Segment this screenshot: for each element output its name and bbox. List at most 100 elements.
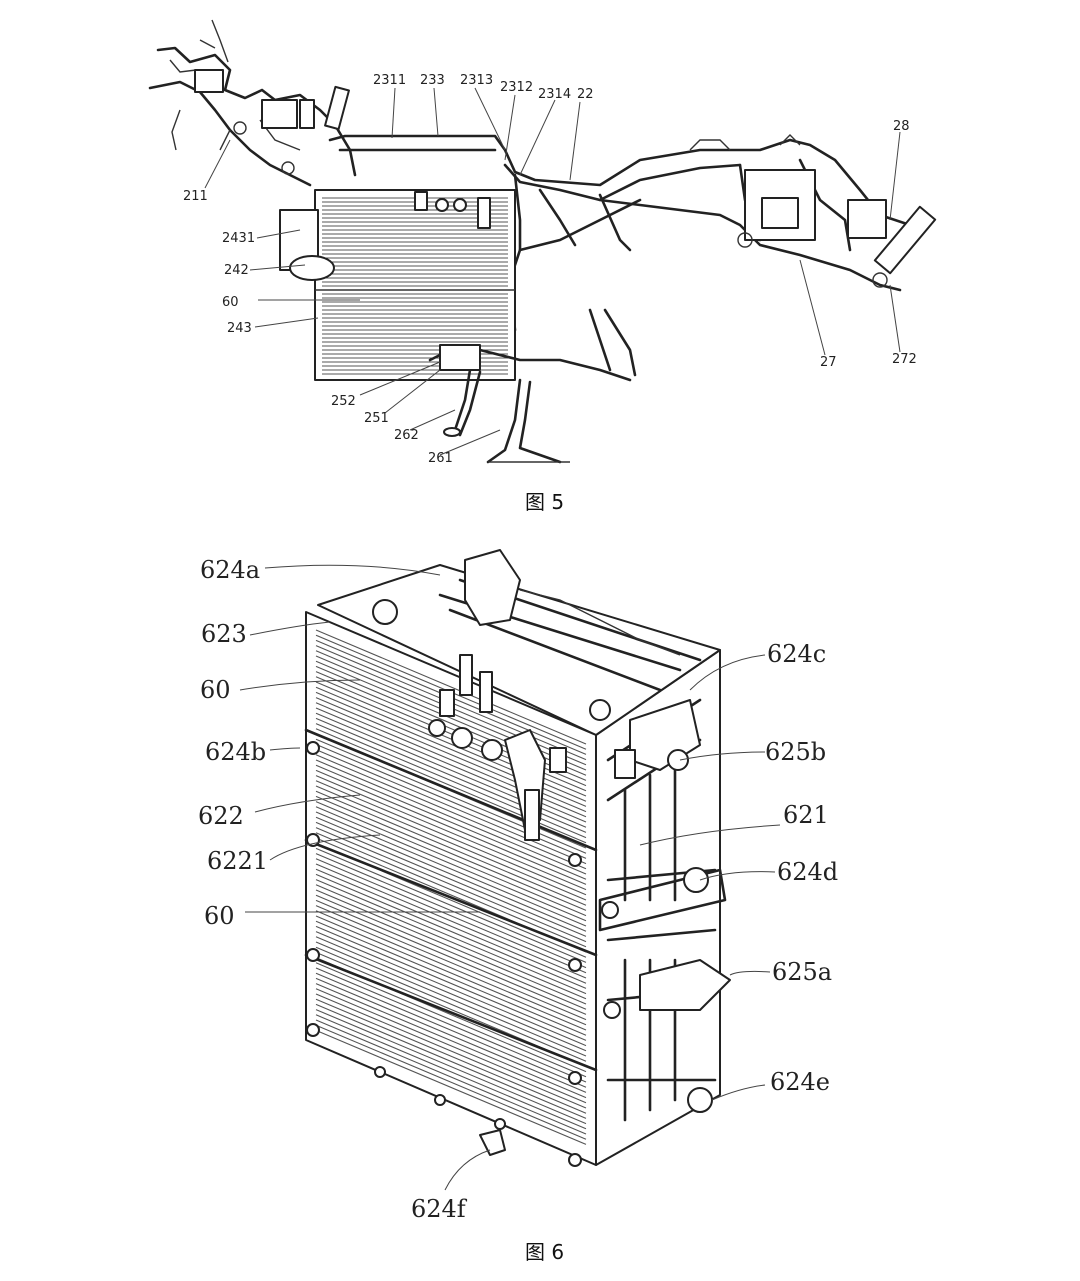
fin-line bbox=[315, 738, 587, 854]
label-625a: 625a bbox=[772, 958, 832, 986]
side-and-center-stand bbox=[428, 308, 637, 464]
fin-line bbox=[315, 1009, 587, 1125]
label-261: 261 bbox=[428, 451, 453, 466]
fin-line bbox=[315, 884, 587, 1000]
label-624f: 624f bbox=[411, 1195, 468, 1223]
label-624a: 624a bbox=[200, 556, 260, 584]
fin-line bbox=[315, 894, 587, 1010]
figure-6-leader-lines bbox=[239, 564, 781, 1191]
fin-line bbox=[315, 905, 587, 1021]
fin-line bbox=[315, 1024, 587, 1140]
battery-pack-side-view bbox=[279, 189, 516, 381]
fin-line bbox=[315, 977, 587, 1093]
label-622: 622 bbox=[198, 802, 244, 830]
fin-line bbox=[315, 1029, 587, 1145]
label-6221: 6221 bbox=[207, 847, 268, 875]
battery-connectors bbox=[428, 654, 567, 841]
fin-line bbox=[315, 764, 587, 880]
fin-line bbox=[315, 925, 587, 1041]
fin-line bbox=[315, 941, 587, 1057]
fin-line bbox=[315, 936, 587, 1052]
fin-line bbox=[315, 931, 587, 1047]
label-624c: 624c bbox=[767, 640, 826, 668]
fin-line bbox=[315, 853, 587, 969]
fin-line bbox=[315, 754, 587, 870]
fin-line bbox=[315, 629, 587, 745]
label-60-fig5: 60 bbox=[222, 295, 239, 310]
fin-line bbox=[315, 827, 587, 943]
bottom-connector-624f bbox=[479, 1129, 506, 1156]
label-625b: 625b bbox=[765, 738, 826, 766]
fin-line bbox=[315, 899, 587, 1015]
fin-line bbox=[315, 811, 587, 927]
fin-line bbox=[315, 1019, 587, 1135]
fin-line bbox=[315, 988, 587, 1104]
main-frame-tubes bbox=[328, 134, 937, 357]
fin-line bbox=[315, 858, 587, 974]
label-623: 623 bbox=[201, 620, 247, 648]
label-2314: 2314 bbox=[538, 87, 571, 102]
fin-line bbox=[315, 790, 587, 906]
label-242: 242 bbox=[224, 263, 249, 278]
label-2313: 2313 bbox=[460, 73, 493, 88]
fin-line bbox=[315, 785, 587, 901]
fin-line bbox=[315, 993, 587, 1109]
figure-5-labels: 2311 233 2313 2312 2314 22 28 211 2431 2… bbox=[183, 73, 917, 466]
fin-line bbox=[315, 962, 587, 1078]
fin-line bbox=[315, 868, 587, 984]
fin-line bbox=[315, 983, 587, 1099]
label-60-lower: 60 bbox=[204, 902, 235, 930]
label-2311: 2311 bbox=[373, 73, 406, 88]
fin-line bbox=[315, 801, 587, 917]
fin-line bbox=[315, 1014, 587, 1130]
fin-line bbox=[315, 795, 587, 911]
label-27: 27 bbox=[820, 355, 837, 370]
fin-line bbox=[315, 873, 587, 989]
fin-line bbox=[315, 775, 587, 891]
fin-line bbox=[315, 915, 587, 1031]
fin-line bbox=[315, 769, 587, 885]
fin-line bbox=[315, 806, 587, 922]
figure-6-caption: 图 6 bbox=[525, 1240, 564, 1264]
figure-5: 2311 233 2313 2312 2314 22 28 211 2431 2… bbox=[148, 19, 937, 514]
label-28: 28 bbox=[893, 119, 910, 134]
fin-line bbox=[315, 728, 587, 844]
label-22: 22 bbox=[577, 87, 594, 102]
fin-line bbox=[315, 749, 587, 865]
fin-line bbox=[315, 972, 587, 1088]
fin-line bbox=[315, 920, 587, 1036]
fin-line bbox=[315, 759, 587, 875]
label-624b: 624b bbox=[205, 738, 266, 766]
fin-line bbox=[315, 863, 587, 979]
label-262: 262 bbox=[394, 428, 419, 443]
fin-line bbox=[315, 946, 587, 1062]
fin-line bbox=[315, 821, 587, 937]
fin-line bbox=[315, 847, 587, 963]
battery-front-cooling-fins bbox=[315, 629, 587, 1145]
battery-side-frame bbox=[595, 649, 731, 1166]
fin-line bbox=[315, 910, 587, 1026]
label-243: 243 bbox=[227, 321, 252, 336]
label-60-upper: 60 bbox=[200, 676, 231, 704]
figure-5-caption: 图 5 bbox=[525, 490, 564, 514]
fin-line bbox=[315, 879, 587, 995]
figure-5-leader-lines bbox=[204, 87, 901, 456]
figure-6: 624a 623 60 624b 622 6221 60 624c 625b 6… bbox=[198, 549, 838, 1264]
label-251: 251 bbox=[364, 411, 389, 426]
label-2431: 2431 bbox=[222, 231, 255, 246]
front-frame-structure bbox=[148, 19, 357, 187]
label-624d: 624d bbox=[777, 858, 838, 886]
label-624e: 624e bbox=[770, 1068, 830, 1096]
label-272: 272 bbox=[892, 352, 917, 367]
label-621: 621 bbox=[783, 801, 829, 829]
fin-line bbox=[315, 889, 587, 1005]
fin-line bbox=[315, 832, 587, 948]
fin-line bbox=[315, 743, 587, 859]
label-211: 211 bbox=[183, 189, 208, 204]
fin-line bbox=[315, 967, 587, 1083]
label-233: 233 bbox=[420, 73, 445, 88]
fin-line bbox=[315, 998, 587, 1114]
battery-top-face bbox=[317, 549, 721, 736]
fin-line bbox=[315, 1003, 587, 1119]
